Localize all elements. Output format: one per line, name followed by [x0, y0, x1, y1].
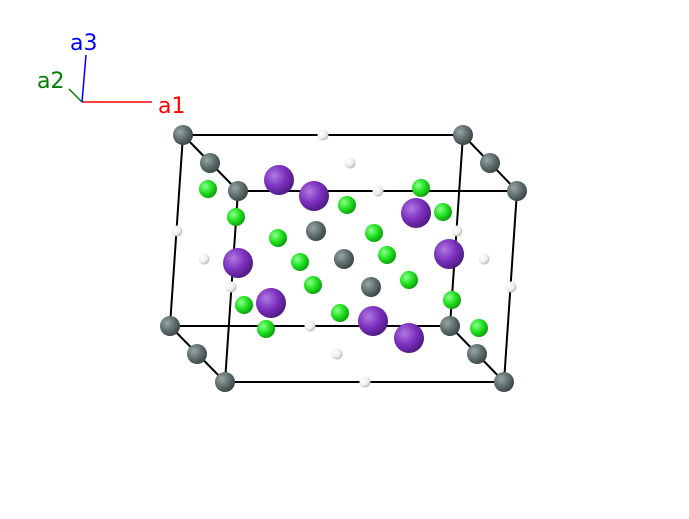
purple-atom [401, 198, 431, 228]
green-atom [365, 224, 383, 242]
green-atom [400, 271, 418, 289]
gray-atom [215, 372, 235, 392]
white-atom [505, 281, 517, 293]
white-atom [317, 129, 329, 141]
green-atom [257, 320, 275, 338]
white-atom [304, 320, 316, 332]
gray-atom [440, 316, 460, 336]
white-atom [359, 376, 371, 388]
gray-atom [173, 125, 193, 145]
green-atom [227, 208, 245, 226]
gray-atom [160, 316, 180, 336]
white-atom [372, 185, 384, 197]
green-atom [443, 291, 461, 309]
gray-atom [480, 153, 500, 173]
gray-atom [187, 344, 207, 364]
purple-atom [434, 239, 464, 269]
white-atom [198, 253, 210, 265]
green-atom [199, 180, 217, 198]
purple-atom [256, 288, 286, 318]
green-atom [412, 179, 430, 197]
white-atom [478, 253, 490, 265]
gray-atom [334, 249, 354, 269]
green-atom [291, 253, 309, 271]
white-atom [225, 281, 237, 293]
purple-atom [264, 165, 294, 195]
purple-atom [394, 323, 424, 353]
gray-atom [494, 372, 514, 392]
white-atom [344, 157, 356, 169]
gray-atom [200, 153, 220, 173]
purple-atom [223, 248, 253, 278]
purple-atom [358, 306, 388, 336]
a2-axis-label: a2 [37, 69, 64, 94]
green-atom [434, 203, 452, 221]
white-atom [171, 225, 183, 237]
gray-atom [361, 277, 381, 297]
white-atom [451, 225, 463, 237]
axis-indicator: a1 a2 a3 [37, 31, 185, 119]
a3-axis-line [81, 54, 87, 103]
green-atom [269, 229, 287, 247]
gray-atom [228, 181, 248, 201]
green-atom [331, 304, 349, 322]
green-atom [304, 276, 322, 294]
green-atom [338, 196, 356, 214]
gray-atom [467, 344, 487, 364]
green-atom [378, 246, 396, 264]
green-atom [470, 319, 488, 337]
white-atom [331, 348, 343, 360]
green-atom [235, 296, 253, 314]
gray-atom [453, 125, 473, 145]
a1-axis-label: a1 [158, 94, 185, 119]
atoms [160, 125, 527, 392]
gray-atom [507, 181, 527, 201]
gray-atom [306, 221, 326, 241]
a2-axis-line [68, 88, 83, 103]
a3-axis-label: a3 [70, 31, 97, 56]
purple-atom [299, 181, 329, 211]
